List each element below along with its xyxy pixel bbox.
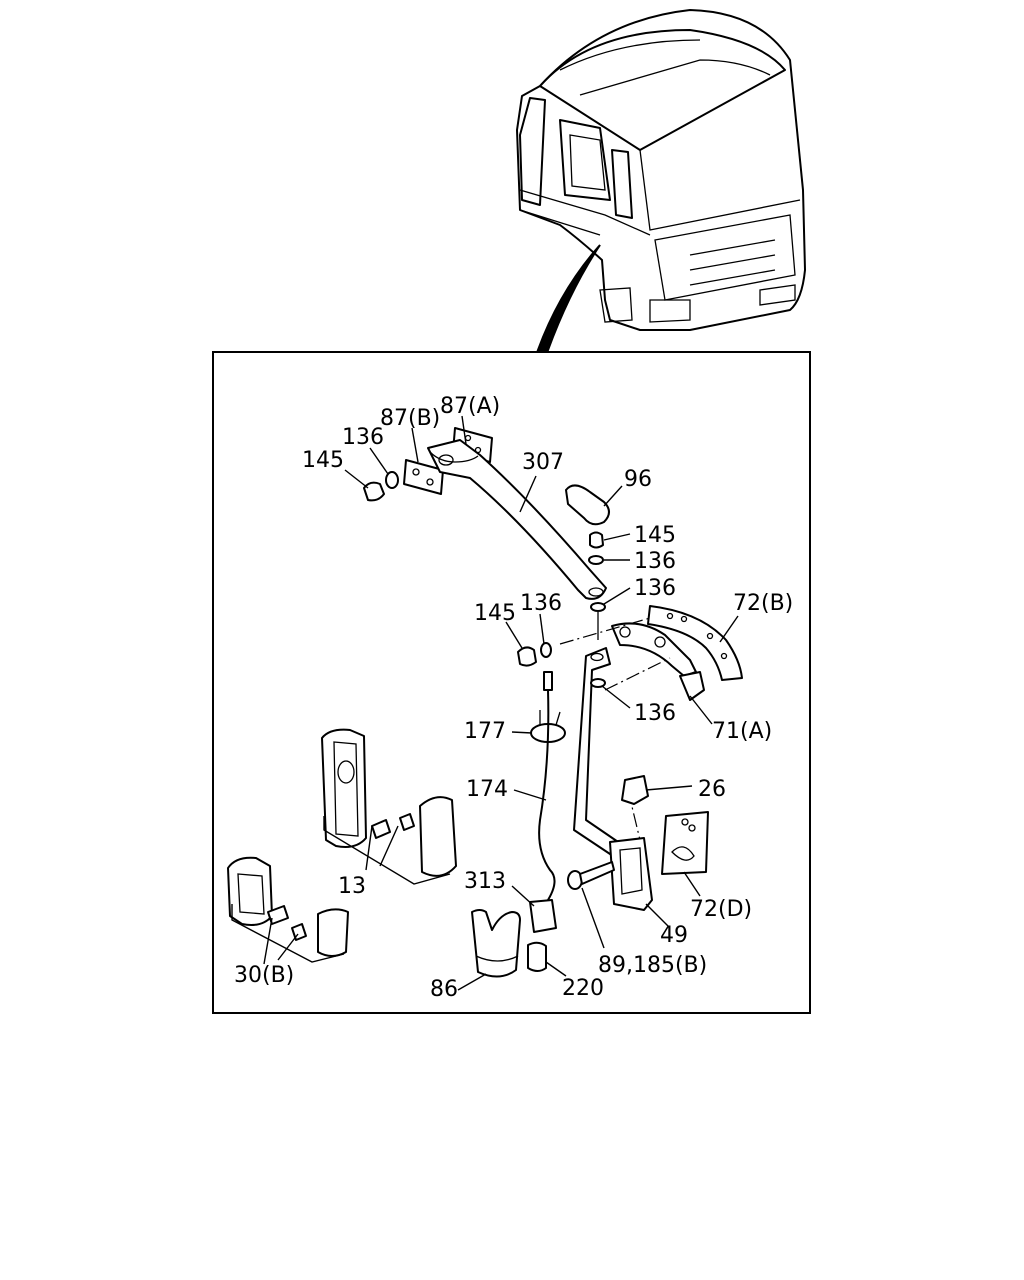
assembly-lines <box>559 617 671 871</box>
callout-136-mid: 136 <box>520 591 562 616</box>
side-mirror-30b <box>227 856 349 963</box>
callout-136-right-2: 136 <box>634 576 676 601</box>
bulb-96 <box>565 484 610 526</box>
callout-136-right-3: 136 <box>634 701 676 726</box>
bracket-plate-87b <box>403 459 444 495</box>
callout-72b: 72(B) <box>733 591 793 616</box>
callout-89-185b: 89,185(B) <box>598 953 707 978</box>
nut-145-top <box>363 481 385 502</box>
harness-174 <box>538 671 556 901</box>
cover-86 <box>471 909 521 978</box>
mount-base-49 <box>609 837 653 911</box>
bolt-89-185b <box>567 861 615 890</box>
nut-145-mid <box>517 646 537 667</box>
mirror-stay-307 <box>427 439 607 600</box>
callout-96: 96 <box>624 467 652 492</box>
washer-136-right-1 <box>588 555 604 565</box>
connector-313 <box>529 899 557 933</box>
callout-86: 86 <box>430 977 458 1002</box>
detail-frame <box>212 351 811 1014</box>
callout-177: 177 <box>464 719 506 744</box>
callout-145-right: 145 <box>634 523 676 548</box>
callout-220: 220 <box>562 976 604 1001</box>
washer-136-top <box>385 471 399 489</box>
callout-307: 307 <box>522 450 564 475</box>
washer-136-right-2 <box>590 602 606 612</box>
nut-145-right <box>589 531 604 549</box>
plate-72d <box>661 811 709 875</box>
callout-labels: 87(A) 87(B) 136 145 307 96 145 136 136 7… <box>234 394 793 1002</box>
callout-145-mid: 145 <box>474 601 516 626</box>
callout-136-right-1: 136 <box>634 549 676 574</box>
callout-145-top: 145 <box>302 448 344 473</box>
callout-30b: 30(B) <box>234 963 294 988</box>
callout-87b: 87(B) <box>380 406 440 431</box>
callout-49: 49 <box>660 923 688 948</box>
callout-71a: 71(A) <box>712 719 772 744</box>
callout-72d: 72(D) <box>690 897 752 922</box>
truck-cab-illustration <box>516 9 806 351</box>
callout-26: 26 <box>698 777 726 802</box>
callout-136-top: 136 <box>342 425 384 450</box>
washer-136-mid <box>540 642 552 658</box>
callout-87a: 87(A) <box>440 394 500 419</box>
callout-174: 174 <box>466 777 508 802</box>
mirror-arm-71a <box>611 622 705 701</box>
curved-bracket-72b <box>647 605 743 681</box>
mirror-pipe <box>573 647 625 859</box>
side-mirror-13 <box>321 728 457 885</box>
grommet-220 <box>527 941 547 972</box>
callout-313: 313 <box>464 869 506 894</box>
leader-lines <box>263 415 739 991</box>
bracket-26 <box>621 775 649 805</box>
callout-13: 13 <box>338 874 366 899</box>
